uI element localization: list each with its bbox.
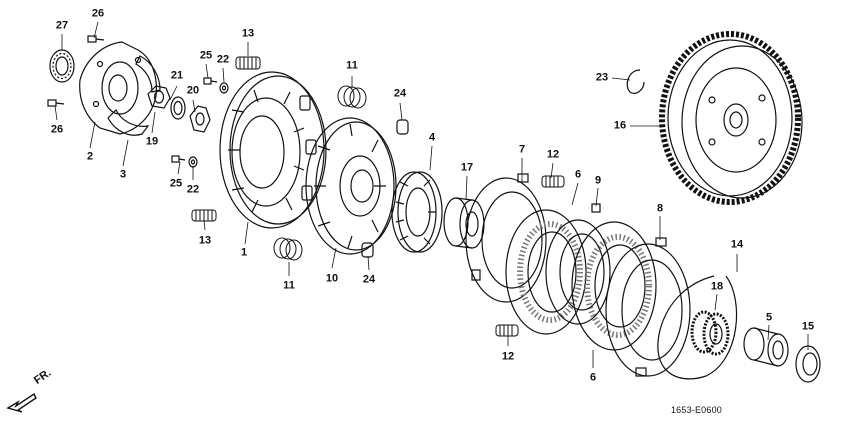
washer-22-top <box>219 82 229 94</box>
part-label-16: 16 <box>613 119 627 132</box>
spring-13-bottom <box>191 209 217 222</box>
pin-24-bottom <box>361 242 374 258</box>
lock-plate-20 <box>189 105 211 133</box>
part-label-24-top: 24 <box>393 87 407 100</box>
part-label-1: 1 <box>240 246 248 259</box>
collar-17 <box>443 197 485 249</box>
part-label-13-bottom: 13 <box>198 234 212 247</box>
washer-22-bottom <box>188 156 198 168</box>
part-label-15: 15 <box>801 320 815 333</box>
part-label-8: 8 <box>656 202 664 215</box>
side-plate-2 <box>79 41 157 135</box>
spring-13-top <box>235 56 261 70</box>
part-label-25-bottom: 25 <box>169 177 183 190</box>
part-label-13-top: 13 <box>241 27 255 40</box>
drawing-code: 1653-E0600 <box>670 405 722 415</box>
spring-11-bottom <box>273 237 303 261</box>
plate-8 <box>605 237 691 377</box>
plate-7 <box>465 173 547 303</box>
forward-direction-arrow <box>6 392 37 413</box>
part-label-22-top: 22 <box>216 53 230 66</box>
bolt-26-top <box>87 35 105 43</box>
part-label-7: 7 <box>518 143 526 156</box>
part-label-25-top: 25 <box>199 49 213 62</box>
bearing-27 <box>49 49 75 83</box>
part-label-21: 21 <box>170 69 184 82</box>
pin-24-top <box>396 119 409 135</box>
part-label-2: 2 <box>86 150 94 163</box>
spring-12-bottom <box>495 324 519 337</box>
washer-21 <box>170 96 186 120</box>
part-label-18: 18 <box>710 280 724 293</box>
gear-18 <box>690 310 730 356</box>
part-label-14: 14 <box>730 238 744 251</box>
part-label-12-bottom: 12 <box>501 350 515 363</box>
part-label-11-bottom: 11 <box>283 279 295 292</box>
part-label-27: 27 <box>55 19 69 32</box>
circlip-23 <box>626 69 645 94</box>
part-label-11-top: 11 <box>346 59 358 72</box>
plate-9 <box>545 203 611 325</box>
bolt-26-bottom <box>47 99 65 107</box>
part-label-6-top: 6 <box>574 168 582 181</box>
needle-bearing-5 <box>743 327 789 367</box>
one-way-clutch-4 <box>391 171 443 253</box>
part-label-12-top: 12 <box>546 148 560 161</box>
leader-lines <box>54 21 809 368</box>
part-label-23: 23 <box>595 71 609 84</box>
spring-12-top <box>541 175 565 188</box>
part-label-20: 20 <box>186 84 200 97</box>
part-label-26-top: 26 <box>91 7 105 20</box>
part-label-17: 17 <box>460 161 474 174</box>
nut-19 <box>147 85 171 109</box>
part-label-4: 4 <box>428 131 436 144</box>
part-label-24-bottom: 24 <box>362 273 376 286</box>
drive-plate-1 <box>219 71 327 229</box>
bolt-25-top <box>203 77 218 85</box>
seal-15 <box>795 345 821 383</box>
part-label-6-bottom: 6 <box>589 371 597 384</box>
part-label-10: 10 <box>325 272 339 285</box>
bolt-25-bottom <box>171 155 186 163</box>
snap-ring-14 <box>657 275 738 380</box>
part-label-19: 19 <box>145 135 159 148</box>
shoe-3 <box>107 55 161 136</box>
part-label-5: 5 <box>765 311 773 324</box>
part-label-9: 9 <box>594 174 602 187</box>
driven-gear-16 <box>659 31 803 205</box>
part-label-26-bottom: 26 <box>50 123 64 136</box>
part-label-3: 3 <box>119 168 127 181</box>
clutch-center-10 <box>305 117 397 255</box>
spring-11-top <box>337 85 367 109</box>
part-label-22-bottom: 22 <box>186 183 200 196</box>
